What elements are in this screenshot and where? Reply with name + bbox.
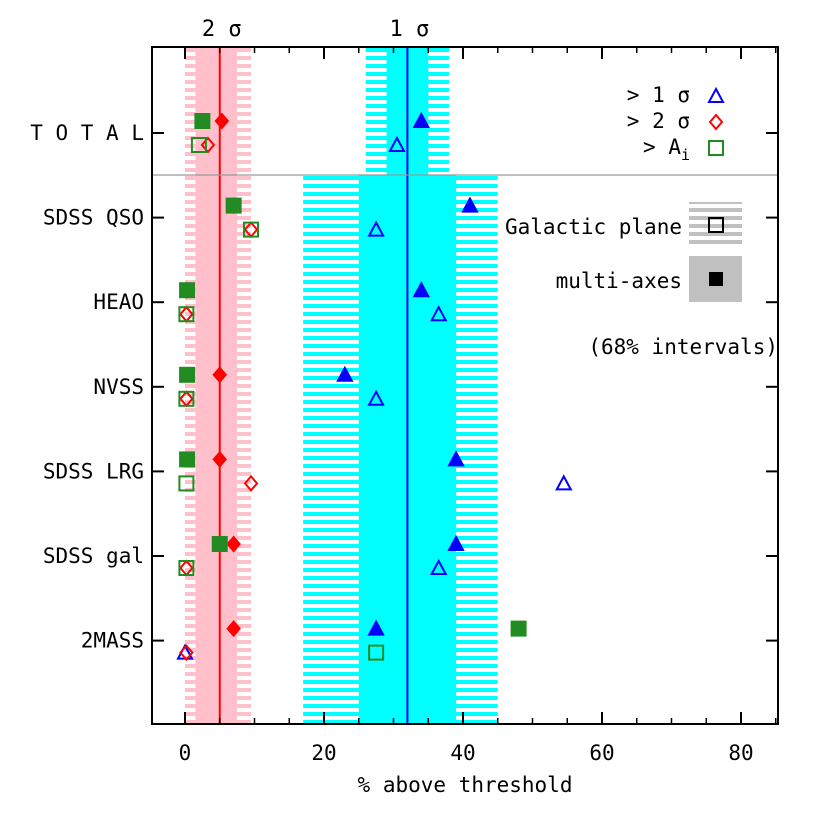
point-ai-2mass-multi-axes [510, 620, 527, 637]
point-ai-2mass-galactic-plane [368, 644, 385, 661]
point-1-heao-multi-axes [412, 281, 430, 298]
point-1-total-multi-axes [412, 111, 430, 128]
point-1-nvss-galactic-plane [367, 389, 385, 406]
row-label-nvss: NVSS [93, 375, 144, 399]
legend-triangle-icon [707, 86, 725, 103]
legend: > 1 σ > 2 σ > Ai Galactic plane multi-ax… [505, 83, 778, 359]
point-2-sdss-lrg-multi-axes [212, 450, 228, 468]
point-ai-sdss-gal-galactic-plane [178, 560, 195, 576]
legend-open-square-icon [708, 217, 724, 233]
point-1-sdss-lrg-galactic-plane [555, 474, 573, 491]
legend-diamond-icon [708, 113, 724, 131]
legend-hatched-swatch [689, 202, 742, 248]
point-ai-sdss-gal-multi-axes [211, 536, 228, 552]
row-labels: T O T A L SDSS QSO HEAO NVSS SDSS LRG SDSS ga… [30, 121, 144, 653]
plot-frame [151, 46, 779, 725]
point-1-nvss-multi-axes [336, 365, 354, 382]
point-1-sdss-qso-galactic-plane [367, 220, 385, 237]
x-axis-label: % above threshold [358, 773, 573, 797]
point-ai-heao-multi-axes [179, 282, 196, 299]
point-ai-sdss-qso-galactic-plane [243, 221, 260, 238]
point-1-2mass-multi-axes [367, 619, 385, 636]
legend-label-1sigma: > 1 σ [627, 83, 690, 107]
point-ai-nvss-multi-axes [179, 366, 196, 383]
top-label-1: 1 σ [390, 17, 430, 42]
legend-label-ai: > Ai [643, 135, 690, 164]
x-tick-label: 40 [450, 741, 475, 765]
legend-label-2sigma: > 2 σ [627, 109, 690, 133]
legend-filled-square-icon [709, 272, 723, 286]
row-label-2mass: 2MASS [81, 629, 144, 653]
point-1-sdss-gal-multi-axes [447, 534, 465, 551]
point-ai-sdss-qso-multi-axes [225, 197, 242, 214]
point-1-heao-galactic-plane [430, 305, 448, 322]
point-2-nvss-multi-axes [212, 366, 228, 384]
point-ai-nvss-galactic-plane [178, 390, 195, 407]
legend-square-icon [708, 140, 724, 156]
legend-note: (68% intervals) [588, 335, 778, 359]
row-label-sdss-lrg: SDSS LRG [43, 459, 144, 483]
x-tick-label: 20 [311, 741, 336, 765]
point-ai-sdss-lrg-galactic-plane [178, 475, 195, 492]
x-tick-label: 60 [589, 741, 614, 765]
row-label-total: T O T A L [30, 121, 144, 145]
axis-ticks: 0 20 40 60 80 [152, 47, 778, 765]
point-1-sdss-qso-multi-axes [461, 196, 479, 213]
point-ai-heao-galactic-plane [178, 306, 195, 323]
point-2-total-galactic-plane [200, 136, 216, 154]
point-ai-sdss-lrg-multi-axes [179, 451, 196, 468]
point-1-sdss-lrg-multi-axes [447, 450, 465, 467]
top-sigma-labels: 2 σ 1 σ [202, 17, 429, 42]
point-ai-total-multi-axes [194, 113, 211, 129]
top-label-2: 2 σ [202, 17, 242, 42]
row-label-sdss-gal: SDSS gal [43, 544, 144, 568]
legend-label-galactic-plane: Galactic plane [505, 215, 682, 239]
data-points [176, 111, 573, 662]
point-2-2mass-galactic-plane [179, 644, 194, 662]
point-1-total-galactic-plane [388, 135, 406, 152]
x-tick-label: 80 [728, 741, 753, 765]
legend-markers [707, 86, 725, 156]
x-tick-label: 0 [179, 741, 192, 765]
band-2-multi-axes [195, 47, 238, 724]
point-2-2mass-multi-axes [226, 620, 241, 638]
row-label-sdss-qso: SDSS QSO [43, 206, 144, 230]
point-ai-total-galactic-plane [190, 137, 207, 153]
point-2-total-multi-axes [214, 112, 230, 130]
row-label-heao: HEAO [93, 290, 144, 314]
point-2-sdss-lrg-galactic-plane [243, 474, 259, 492]
legend-label-multi-axes: multi-axes [556, 269, 682, 293]
point-2-sdss-gal-multi-axes [226, 535, 241, 553]
reference-lines [218, 47, 409, 724]
point-1-sdss-gal-galactic-plane [430, 558, 448, 575]
